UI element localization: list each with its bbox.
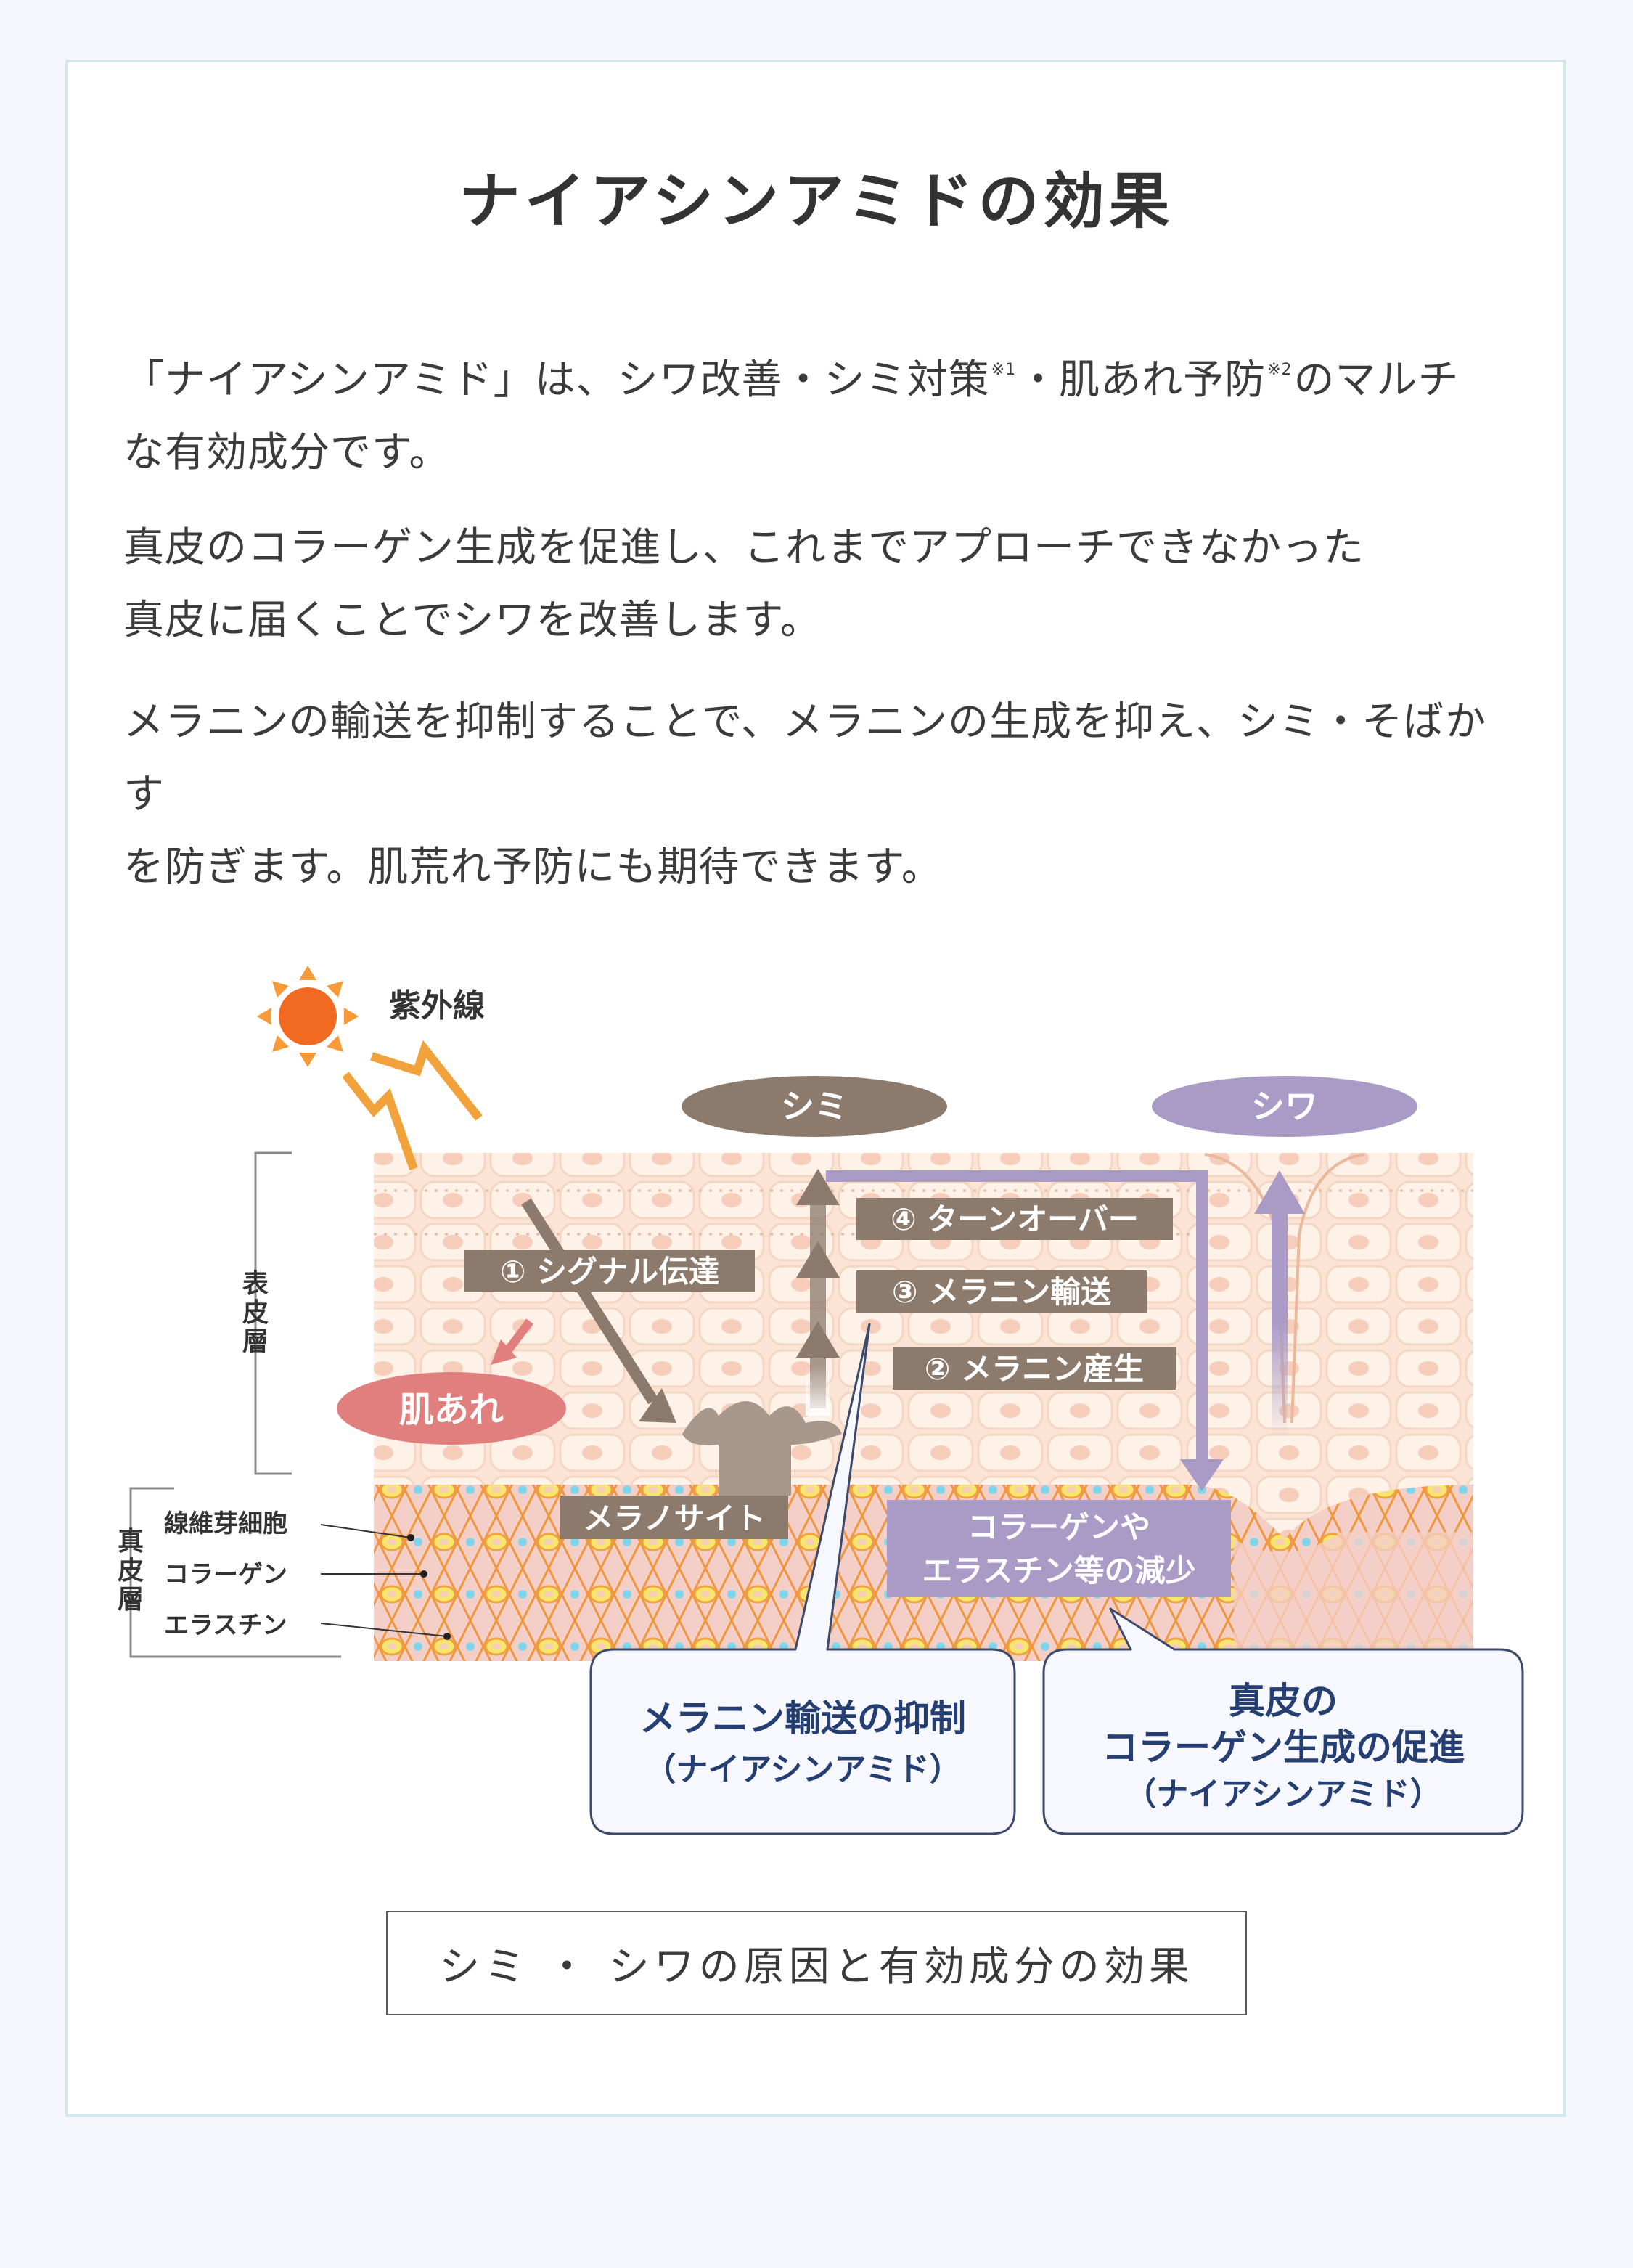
shiwa-label: シワ: [1251, 1087, 1318, 1126]
legend-collagen: コラーゲン: [164, 1560, 287, 1589]
callout-right-line3: （ナイアシンアミド）: [1124, 1776, 1441, 1813]
dermis-label: 真 皮 層: [118, 1527, 144, 1615]
collagen-decrease-line2: エラスチン等の減少: [922, 1553, 1195, 1588]
uv-label: 紫外線: [389, 987, 485, 1024]
melanocyte-label: メラノサイト: [583, 1501, 765, 1536]
epidermis-label: 表 皮 層: [242, 1269, 269, 1357]
sun-icon: [257, 966, 359, 1067]
legend-fibroblast: 線維芽細胞: [164, 1509, 287, 1538]
callout-right-line2: コラーゲン生成の促進: [1102, 1726, 1465, 1769]
svg-text:層: 層: [242, 1327, 269, 1357]
melanocyte-box: [560, 1496, 788, 1539]
intro-text-b: ・肌あれ予防: [1018, 356, 1266, 404]
dermis-bracket: [129, 1487, 341, 1658]
intro-paragraph: 「ナイアシンアミド」は、シワ改善・シミ対策※1・肌あれ予防※2のマルチな有効成分…: [123, 334, 1524, 489]
shiwa-up-arrow: [1272, 1205, 1288, 1437]
lightning-icon: [342, 1072, 418, 1170]
svg-text:真: 真: [118, 1527, 144, 1557]
footnote-mark-1: ※1: [991, 361, 1017, 379]
legend-elastin: エラスチン: [164, 1611, 287, 1640]
svg-text:皮: 皮: [118, 1556, 144, 1586]
turnover-arrow: [826, 1170, 1208, 1467]
epidermis-bracket: [254, 1151, 292, 1475]
collagen-decrease-box: [887, 1500, 1231, 1597]
footnote-mark-2: ※2: [1267, 361, 1293, 379]
melanin-text-line1: メラニンの輸送を抑制することで、メラニンの生成を抑え、シミ・そばかす: [123, 698, 1487, 818]
svg-text:層: 層: [118, 1585, 144, 1615]
melanin-paragraph: メラニンの輸送を抑制することで、メラニンの生成を抑え、シミ・そばかすを防ぎます。…: [123, 686, 1524, 904]
svg-text:表: 表: [242, 1269, 269, 1299]
hadaare-label: 肌あれ: [399, 1390, 504, 1430]
step3-label: ③ メラニン輸送: [892, 1274, 1111, 1310]
melanin-up-arrows: [796, 1169, 840, 1416]
shiwa-up-arrowhead: [1254, 1170, 1305, 1214]
collagen-text-line1: 真皮のコラーゲン生成を促進し、これまでアプローチできなかった: [123, 524, 1364, 571]
callout-melanin-transport: [589, 1323, 1016, 1835]
shiwa-badge: [1152, 1076, 1417, 1137]
diagram-caption: シミ ・ シワの原因と有効成分の効果: [386, 1911, 1247, 2015]
shimi-label: シミ: [781, 1087, 848, 1126]
signal-arrow: [521, 1198, 658, 1405]
step3-box: [856, 1270, 1147, 1313]
turnover-arrowhead: [1180, 1459, 1224, 1491]
intro-text-c: のマルチ: [1293, 356, 1460, 404]
collagen-paragraph: 真皮のコラーゲン生成を促進し、これまでアプローチできなかった真皮に届くことでシワ…: [123, 512, 1524, 657]
collagen-decrease-line1: コラーゲンや: [967, 1509, 1150, 1545]
callout-right-line1: 真皮の: [1229, 1680, 1338, 1722]
step4-box: [856, 1198, 1173, 1240]
skin-diagram: 表 皮 層 真 皮 層 線維芽細胞 コラーゲン エラスチン: [118, 966, 1524, 1835]
callout-collagen-production: [1042, 1607, 1524, 1835]
signal-arrowhead: [639, 1388, 676, 1423]
hadaare-arrowhead: [491, 1339, 517, 1365]
shimi-badge: [682, 1076, 947, 1137]
step1-label: ① シグナル伝達: [500, 1254, 719, 1289]
intro-text-line2: な有効成分です。: [123, 429, 451, 476]
svg-text:皮: 皮: [242, 1298, 269, 1328]
callout-left-line1: メラニン輸送の抑制: [639, 1697, 966, 1739]
step1-box: [464, 1250, 755, 1292]
callout-left-line2: （ナイアシンアミド）: [644, 1751, 961, 1788]
lightning-icon: [370, 1040, 483, 1121]
step2-label: ② メラニン産生: [925, 1351, 1144, 1387]
hadaare-arrow: [504, 1318, 533, 1353]
dermis-legend: 線維芽細胞 コラーゲン エラスチン: [164, 1509, 451, 1640]
melanocyte-cell: [682, 1401, 842, 1496]
collagen-text-line2: 真皮に届くことでシワを改善します。: [123, 597, 822, 644]
step4-label: ④ ターンオーバー: [891, 1202, 1139, 1237]
hadaare-badge: [337, 1372, 566, 1445]
dermis-damaged-area: [1234, 1532, 1473, 1661]
page-title: ナイアシンアミドの効果: [459, 166, 1174, 237]
melanin-text-line2: を防ぎます。肌荒れ予防にも期待できます。: [123, 844, 943, 891]
step2-box: [893, 1347, 1176, 1390]
intro-text-a: 「ナイアシンアミド」は、シワ改善・シミ対策: [123, 356, 990, 404]
